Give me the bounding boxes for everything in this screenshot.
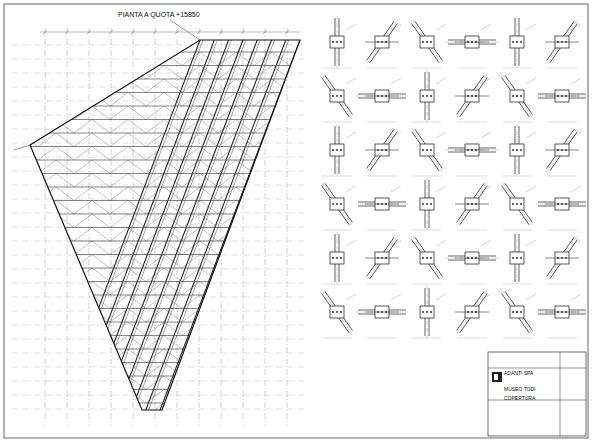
title-block: ADANTI SPA MUSEO TODICOPERTURA [504,370,560,405]
title-block-lines [488,352,586,436]
roof-truss-plan [10,20,310,429]
title-block-text: MUSEO TODI [504,386,560,394]
title-block-text: ADANTI SPA [504,370,560,378]
connection-details [320,16,588,338]
drawing-title: PIANTA A QUOTA +15850 [118,11,200,18]
sheet-border [4,4,588,438]
title-block-text: COPERTURA [504,395,560,403]
